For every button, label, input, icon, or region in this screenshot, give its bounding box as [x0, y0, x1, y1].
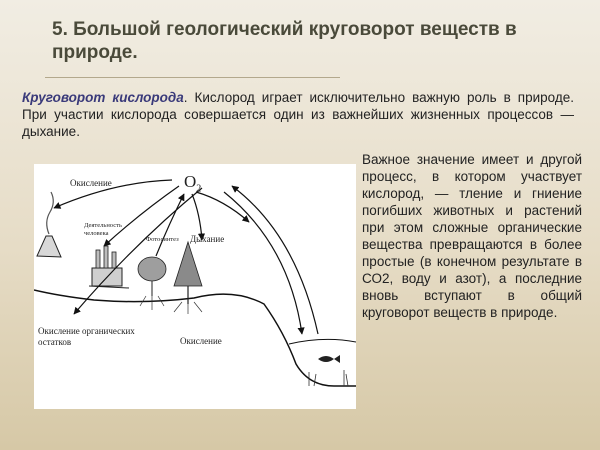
- factory-icon: [88, 245, 130, 289]
- arrow-to-respiration-right: [195, 191, 250, 223]
- tree-icon: [173, 240, 203, 304]
- intro-paragraph: Круговорот кислорода. Кислород играет ис…: [22, 89, 574, 140]
- volcano-smoke: [46, 191, 54, 235]
- label-oxidation-top: Окисление: [70, 178, 112, 188]
- label-human-activity: Деятельность человека: [84, 222, 122, 237]
- fish-icon: [318, 355, 340, 363]
- arrow-from-water: [231, 185, 319, 335]
- roots: [139, 295, 203, 314]
- label-organic-oxidation: Окисление органических остатков: [38, 326, 135, 347]
- arrow-to-oxidation: [53, 179, 173, 209]
- slide-title: 5. Большой геологический круговорот веще…: [52, 19, 517, 63]
- label-respiration: Дыхание: [190, 234, 225, 244]
- title-divider: [45, 77, 340, 78]
- intro-term: Круговорот кислорода: [22, 90, 184, 105]
- volcano-icon: [36, 235, 62, 258]
- arrow-to-respiration: [191, 193, 206, 241]
- diagram-drawing: [34, 179, 356, 387]
- bush-icon: [137, 256, 167, 296]
- sidebar-text: Важное значение имеет и другой процесс, …: [362, 152, 582, 320]
- oxygen-cycle-diagram: O2 Окисление Деятельность человека Фотос…: [34, 164, 356, 409]
- water-surface: [288, 338, 356, 345]
- label-photosynthesis: Фотосинтез: [146, 236, 179, 243]
- algae: [308, 370, 349, 387]
- label-oxidation-right: Окисление: [180, 336, 222, 346]
- arrow-to-water: [223, 191, 305, 335]
- arrow-from-photosynthesis: [155, 193, 185, 257]
- arrow-to-organic-oxidation: [73, 187, 203, 315]
- intro-text: . Кислород играет исключительно важную р…: [22, 90, 574, 139]
- arrow-to-industry: [103, 185, 180, 247]
- o2-label: O2: [184, 172, 202, 195]
- ground-line: [34, 289, 356, 387]
